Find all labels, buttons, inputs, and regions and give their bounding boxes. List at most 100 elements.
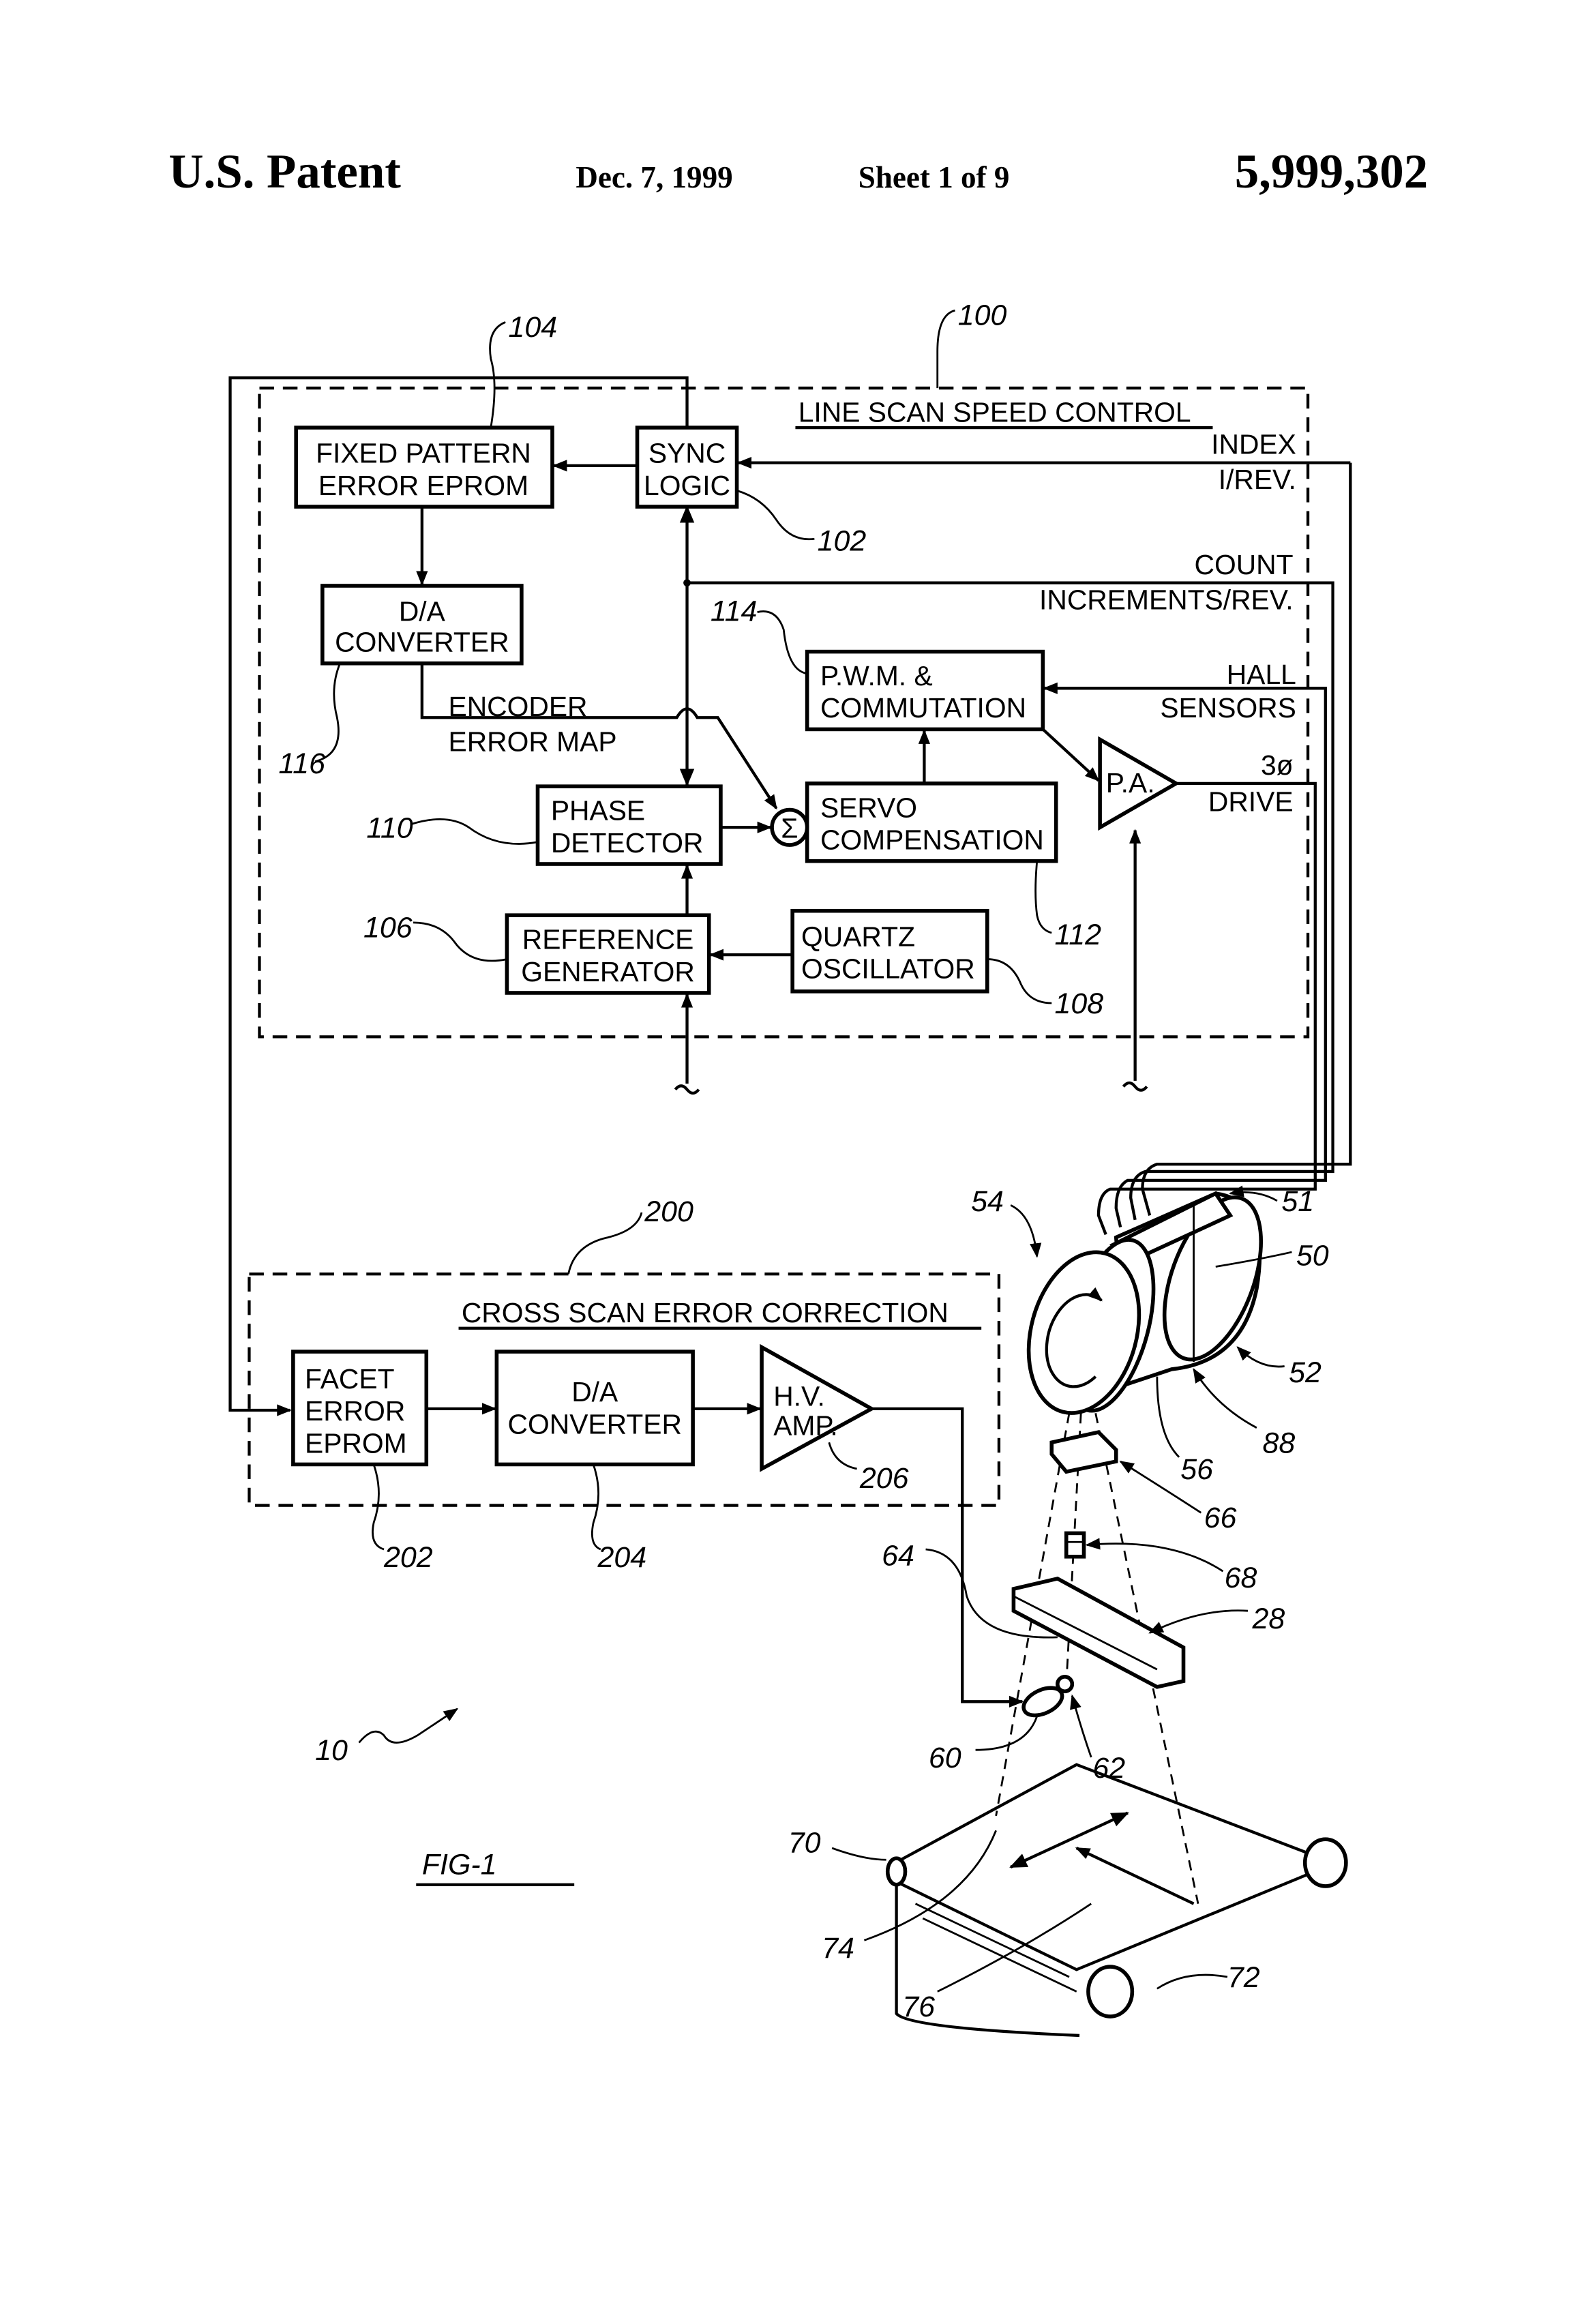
servo-label-2: COMPENSATION <box>820 824 1044 856</box>
drive-label-2: DRIVE <box>1208 786 1294 818</box>
ref-116: 116 <box>278 747 325 780</box>
sigma-symbol: Σ <box>781 812 798 844</box>
lens-68 <box>1066 1533 1084 1556</box>
ref-68: 68 <box>1225 1562 1257 1594</box>
belt-shade <box>916 1904 1069 1977</box>
sync-to-facet-line <box>230 378 687 1410</box>
leader-106 <box>413 923 507 961</box>
ref-100: 100 <box>958 299 1007 332</box>
reference-label-1: REFERENCE <box>522 924 694 955</box>
hv-amp-label-2: AMP. <box>773 1410 837 1441</box>
index-label-1: INDEX <box>1211 429 1296 460</box>
pwm-label-1: P.W.M. & <box>820 660 933 691</box>
hall-label-1: HALL <box>1227 659 1296 690</box>
ref-206: 206 <box>859 1462 909 1495</box>
ref-52: 52 <box>1289 1356 1322 1389</box>
line-scan-title: LINE SCAN SPEED CONTROL <box>799 396 1191 428</box>
leader-114 <box>758 612 807 674</box>
roller-right <box>1305 1839 1346 1886</box>
facet-label-1: FACET <box>305 1363 394 1395</box>
patent-number: 5,999,302 <box>1235 145 1428 198</box>
element-62 <box>1058 1677 1072 1691</box>
leader-206 <box>829 1442 857 1469</box>
ref-204: 204 <box>597 1541 647 1574</box>
ref-104: 104 <box>509 311 558 344</box>
leader-10 <box>359 1709 458 1742</box>
quartz-label-1: QUARTZ <box>801 921 915 952</box>
leader-74 <box>864 1830 996 1940</box>
ref-72: 72 <box>1227 1961 1260 1994</box>
header-left: U.S. Patent <box>168 145 401 198</box>
ref-56: 56 <box>1180 1453 1213 1486</box>
hv-amp-label-1: H.V. <box>773 1381 825 1412</box>
leader-88 <box>1194 1369 1257 1428</box>
belt-shade <box>923 1918 1076 1991</box>
leader-62 <box>1072 1696 1091 1757</box>
roller-70 <box>888 1858 906 1885</box>
leader-60 <box>976 1716 1037 1750</box>
phase-label-1: PHASE <box>551 795 645 826</box>
phase-label-2: DETECTOR <box>551 827 704 859</box>
scan-arrow <box>1077 1848 1194 1904</box>
index-label-2: I/REV. <box>1219 464 1296 495</box>
ref-62: 62 <box>1092 1752 1125 1785</box>
encoder-label-2: ERROR MAP <box>448 726 616 758</box>
ref-54: 54 <box>971 1185 1004 1218</box>
servo-label-1: SERVO <box>820 792 917 823</box>
bar-28 <box>1013 1579 1183 1687</box>
header-date: Dec. 7, 1999 <box>576 160 732 194</box>
count-label-1: COUNT <box>1195 549 1294 580</box>
pwm-label-2: COMMUTATION <box>820 692 1026 724</box>
leader-68 <box>1087 1544 1223 1572</box>
break-symbol <box>675 1086 698 1093</box>
leader-108 <box>987 959 1051 1003</box>
ref-106: 106 <box>363 911 413 944</box>
ref-202: 202 <box>383 1541 433 1574</box>
leader-100 <box>938 310 955 388</box>
leader-76 <box>938 1904 1091 1992</box>
leader-70 <box>832 1848 886 1860</box>
drive-label-1: 3ø <box>1261 749 1294 781</box>
ref-28: 28 <box>1251 1603 1285 1635</box>
facet-label-3: EPROM <box>305 1427 407 1459</box>
count-label-2: INCREMENTS/REV. <box>1039 584 1294 615</box>
ref-66: 66 <box>1204 1502 1237 1534</box>
ref-64: 64 <box>882 1540 914 1573</box>
ref-112: 112 <box>1055 919 1102 951</box>
leader-28 <box>1150 1611 1248 1633</box>
ref-76: 76 <box>902 1991 935 2023</box>
hall-label-2: SENSORS <box>1160 692 1296 724</box>
ref-10: 10 <box>315 1734 348 1767</box>
ref-108: 108 <box>1055 987 1104 1020</box>
figure-label: FIG-1 <box>422 1849 497 1881</box>
motion-arrow <box>1011 1813 1128 1867</box>
cross-scan-error-correction: CROSS SCAN ERROR CORRECTION 200 FACET ER… <box>249 1195 1022 1701</box>
pa-label: P.A. <box>1106 767 1155 799</box>
header-sheet: Sheet 1 of 9 <box>859 160 1010 194</box>
quartz-label-2: OSCILLATOR <box>801 953 975 984</box>
reference-label-2: GENERATOR <box>521 956 695 987</box>
leader-112 <box>1036 861 1052 933</box>
leader-200 <box>569 1212 642 1274</box>
sync-logic-label-1: SYNC <box>648 438 726 469</box>
drive-line <box>1176 784 1315 1164</box>
header: U.S. Patent Dec. 7, 1999 Sheet 1 of 9 5,… <box>168 145 1428 198</box>
ref-51: 51 <box>1281 1185 1314 1218</box>
leader-104 <box>490 322 506 428</box>
sync-logic-label-2: LOGIC <box>644 470 730 501</box>
facet-label-2: ERROR <box>305 1395 405 1427</box>
ref-102: 102 <box>818 524 867 557</box>
encoder-label-1: ENCODER <box>448 691 587 722</box>
ref-88: 88 <box>1262 1427 1295 1459</box>
leader-52 <box>1238 1347 1285 1367</box>
leader-56 <box>1157 1377 1179 1457</box>
ref-50: 50 <box>1296 1239 1329 1272</box>
leader-54 <box>1011 1205 1037 1256</box>
fixed-pattern-label-1: FIXED PATTERN <box>316 438 531 469</box>
break-symbol <box>1123 1083 1146 1090</box>
da-label-1: D/A <box>399 596 446 627</box>
cross-da-label-2: CONVERTER <box>508 1408 682 1440</box>
cross-scan-title: CROSS SCAN ERROR CORRECTION <box>462 1297 949 1328</box>
ref-114: 114 <box>711 595 757 628</box>
